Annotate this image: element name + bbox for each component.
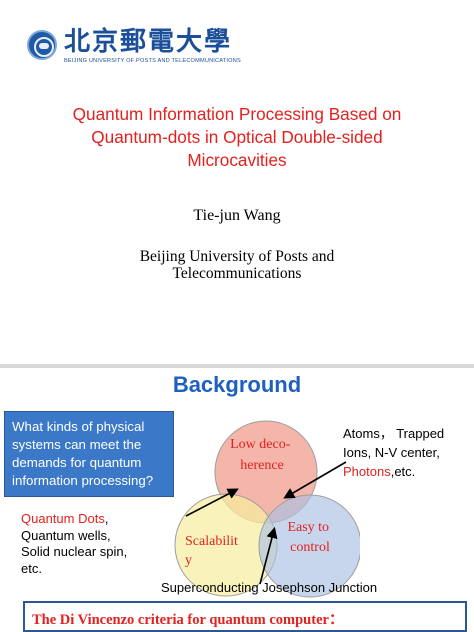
university-logo-english: BEIJING UNIVERSITY OF POSTS AND TELECOMM… [64, 58, 241, 64]
university-logo-chinese: 北京郵電大學 [64, 27, 233, 57]
question-line: What kinds of physical [12, 419, 145, 434]
affiliation-line: Telecommunications [172, 265, 302, 282]
qdots-line: Solid nuclear spin, [21, 544, 128, 559]
atoms-line: Photons,etc. [343, 462, 473, 481]
josephson-junction-label: Superconducting Josephson Junction [161, 580, 378, 595]
qdots-line: etc. [21, 560, 42, 576]
quantum-dots-highlight: Quantum Dots [21, 511, 105, 526]
title-line: Microcavities [187, 150, 287, 170]
question-box: What kinds of physical systems can meet … [4, 411, 174, 497]
author-affiliation: Beijing University of Posts and Telecomm… [40, 248, 434, 282]
atoms-line-rest: ,etc. [390, 464, 416, 479]
photons-highlight: Photons [343, 464, 391, 479]
background-heading: Background [172, 372, 302, 397]
question-line: information processing? [12, 473, 154, 488]
venn-label-easy-to-control: Easy to control [287, 520, 332, 555]
question-line: demands for quantum [12, 455, 142, 470]
quantum-dots-examples-text: Quantum Dots, Quantum wells, Solid nucle… [21, 511, 181, 577]
title-slide: 北京郵電大學 BEIJING UNIVERSITY OF POSTS AND T… [27, 27, 434, 282]
presentation-title: Quantum Information Processing Based on … [40, 103, 434, 172]
qdots-line-rest: , [104, 511, 109, 526]
di-vincenzo-criteria-box: The Di Vincenzo criteria for quantum com… [23, 601, 467, 632]
atoms-line: Atoms， Trapped [343, 426, 445, 441]
atoms-examples-text: Atoms， Trapped Ions, N-V center, Photons… [343, 424, 473, 481]
question-line: systems can meet the [12, 437, 142, 452]
title-line: Quantum Information Processing Based on [72, 104, 402, 124]
title-line: Quantum-dots in Optical Double-sided [91, 127, 383, 147]
arrow-to-atoms-intersection [283, 461, 347, 499]
author-name: Tie-jun Wang [193, 207, 281, 224]
slide-separator [0, 364, 474, 368]
venn-label-low-decoherence: Low deco- herence [230, 437, 294, 473]
qdots-line: Quantum Dots, [21, 511, 181, 528]
background-slide: Background What kinds of physical system… [0, 368, 474, 632]
arrow-to-josephson-intersection [259, 526, 278, 585]
venn-label-scalability: Scalabilit y [185, 534, 241, 568]
venn-diagram: Low deco- herence Scalabilit y Easy to c… [174, 420, 360, 598]
affiliation-line: Beijing University of Posts and [139, 248, 335, 265]
arrow-to-quantum-dots-intersection [185, 488, 239, 517]
venn-circle-easy-to-control [258, 494, 360, 598]
qdots-line: Quantum wells, [21, 527, 111, 543]
atoms-line: Ions, N-V center, [343, 445, 440, 460]
university-seal-icon [27, 30, 57, 60]
